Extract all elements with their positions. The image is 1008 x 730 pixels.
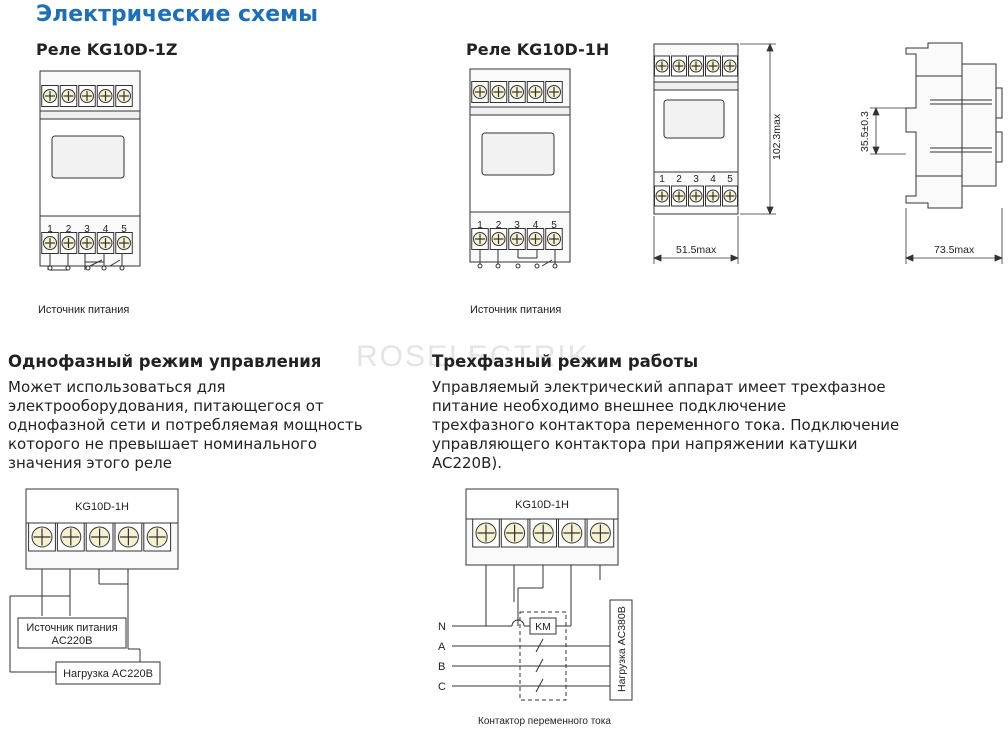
terminal-number: 1 <box>47 224 53 235</box>
terminal-number: 4 <box>710 174 716 185</box>
watermark: ROSELECTRIK <box>356 340 590 373</box>
coil-label: KM <box>535 621 551 633</box>
terminal-number: 4 <box>103 224 109 235</box>
terminal-number: 2 <box>676 174 682 185</box>
terminal-number: 3 <box>514 220 520 231</box>
three-phase-body: Управляемый электрический аппарат имеет … <box>432 378 899 473</box>
single-phase-source-voltage: AC220B <box>52 635 93 647</box>
terminal-number: 2 <box>66 224 72 235</box>
page-title: Электрические схемы <box>36 2 319 27</box>
three-phase-body-line: управляющего контактора при напряжении к… <box>432 435 858 453</box>
three-phase-body-line: питание необходимо внешнее подключение <box>432 397 787 415</box>
relay-1z-top-terminals <box>41 85 133 107</box>
relay-1h-top-terminals <box>471 81 563 103</box>
relay-1h-bottom-terminals: 1 2 3 4 5 <box>471 220 563 250</box>
single-phase-source-label: Источник питания <box>26 622 117 634</box>
three-phase-relay-label: KG10D-1H <box>515 499 569 511</box>
line-c-label: C <box>438 681 446 693</box>
single-phase-body-line: Может использоваться для <box>8 378 226 396</box>
three-phase-body-line: AC220B). <box>432 454 503 472</box>
terminal-number: 4 <box>533 220 539 231</box>
terminal-number: 3 <box>84 224 90 235</box>
dimension-height: 102.3max <box>771 113 783 160</box>
terminal-number: 5 <box>727 174 733 185</box>
single-phase-body: Может использоваться для электрооборудов… <box>8 378 363 473</box>
single-phase-relay-label: KG10D-1H <box>75 501 129 513</box>
relay-1z-source-label: Источник питания <box>38 304 129 316</box>
relay-1h-source-label: Источник питания <box>470 304 561 316</box>
relay-1z-bottom-terminals: 1 2 3 4 5 <box>41 224 133 254</box>
relay-1h-title: Реле KG10D-1H <box>466 40 610 59</box>
line-b-label: B <box>438 661 445 673</box>
single-phase-body-line: значения этого реле <box>8 454 172 472</box>
side-dimension-drawing: 35.5±0.3 73.5max <box>859 42 1004 264</box>
relay-1h-diagram: 1 2 3 4 5 Источник питания <box>469 68 571 316</box>
terminal-number: 2 <box>496 220 502 231</box>
three-phase-body-line: Управляемый электрический аппарат имеет … <box>432 378 886 396</box>
dimension-depth: 73.5max <box>934 244 975 256</box>
front-top-terminals <box>654 55 738 77</box>
line-n-label: N <box>438 621 446 633</box>
dimension-width: 51.5max <box>676 244 717 256</box>
single-phase-body-line: электрооборудования, питающегося от <box>8 397 324 415</box>
single-phase-body-line: однофазной сети и потребляемая мощность <box>8 416 363 434</box>
relay-1z-diagram: 1 2 3 4 5 Источник питания <box>38 70 141 316</box>
terminal-number: 5 <box>121 224 127 235</box>
terminal-number: 3 <box>693 174 699 185</box>
contactor-label: Контактор переменного тока <box>478 716 611 727</box>
three-phase-heading: Трехфазный режим работы <box>432 352 699 371</box>
single-phase-wiring-diagram: KG10D-1H Источник питания AC220B Нагрузк… <box>9 488 179 685</box>
dimension-rail: 35.5±0.3 <box>859 111 871 152</box>
line-a-label: A <box>438 641 446 653</box>
single-phase-body-line: которого не превышает номинального <box>8 435 317 453</box>
three-phase-load-label: Нагрузка AC380B <box>616 606 628 692</box>
three-phase-terminals <box>472 518 615 548</box>
terminal-number: 5 <box>551 220 557 231</box>
terminal-number: 1 <box>477 220 483 231</box>
single-phase-terminals <box>28 522 172 552</box>
three-phase-body-line: трехфазного контактора переменного тока.… <box>432 416 900 434</box>
single-phase-load-label: Нагрузка AC220B <box>63 668 153 680</box>
three-phase-wiring-diagram: KG10D-1H N A B C KM Нагрузка AC380B Конт… <box>438 488 633 727</box>
single-phase-heading: Однофазный режим управления <box>8 352 322 371</box>
relay-1z-title: Реле KG10D-1Z <box>36 40 178 59</box>
terminal-number: 1 <box>659 174 665 185</box>
